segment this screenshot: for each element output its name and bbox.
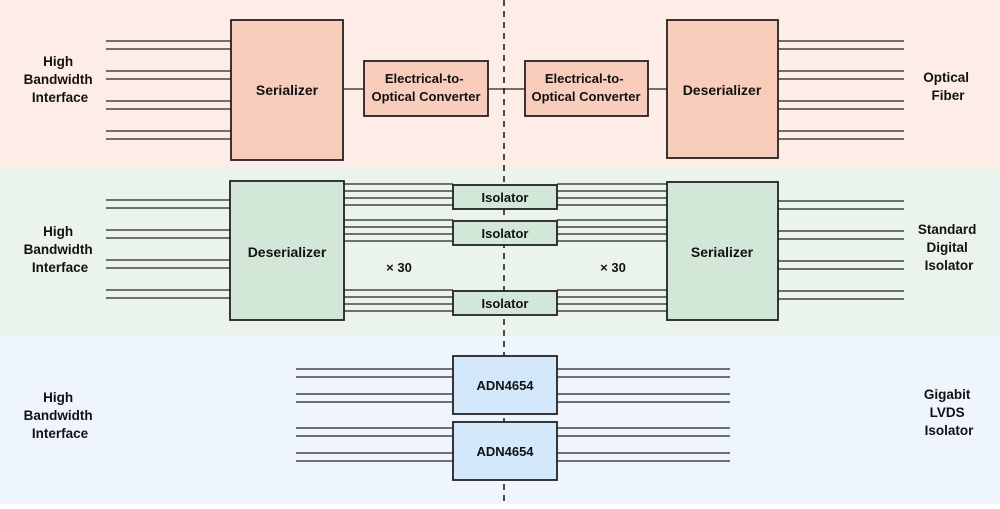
- optical-band: [0, 0, 1000, 168]
- converter-right-label: Electrical-to- Optical Converter: [531, 71, 640, 104]
- converter-left-label: Electrical-to- Optical Converter: [371, 71, 480, 104]
- serializer-label: Serializer: [256, 82, 319, 98]
- serializer-block-optical: Serializer: [230, 19, 344, 161]
- multiplier-left-label: × 30: [386, 260, 412, 275]
- lvds-left-label: High Bandwidth Interface: [24, 390, 97, 441]
- isolator-right-label: Standard Digital Isolator: [918, 222, 980, 273]
- isolator-block-1: Isolator: [452, 184, 558, 210]
- deserializer-label: Deserializer: [248, 244, 327, 260]
- optical-right-label: Optical Fiber: [923, 70, 973, 103]
- deserializer-label: Deserializer: [683, 82, 762, 98]
- deserializer-block-optical: Deserializer: [666, 19, 779, 159]
- isolator-left-label: High Bandwidth Interface: [24, 224, 97, 275]
- isolator-label: Isolator: [482, 226, 529, 241]
- lvds-right-label: Gigabit LVDS Isolator: [924, 387, 974, 438]
- chip-label: ADN4654: [476, 444, 534, 459]
- signal-lines: [106, 40, 904, 462]
- isolator-block-3: Isolator: [452, 290, 558, 316]
- isolator-label: Isolator: [482, 190, 529, 205]
- adn4654-block-2: ADN4654: [452, 421, 558, 481]
- isolator-label: Isolator: [482, 296, 529, 311]
- adn4654-block-1: ADN4654: [452, 355, 558, 415]
- isolator-block-2: Isolator: [452, 220, 558, 246]
- converter-block-right: Electrical-to- Optical Converter: [524, 60, 649, 117]
- serializer-block-isolator: Serializer: [666, 181, 779, 321]
- serializer-label: Serializer: [691, 244, 754, 260]
- deserializer-block-isolator: Deserializer: [229, 180, 345, 321]
- chip-label: ADN4654: [476, 378, 534, 393]
- converter-block-left: Electrical-to- Optical Converter: [363, 60, 489, 117]
- multiplier-right-label: × 30: [600, 260, 626, 275]
- optical-left-label: High Bandwidth Interface: [24, 54, 97, 105]
